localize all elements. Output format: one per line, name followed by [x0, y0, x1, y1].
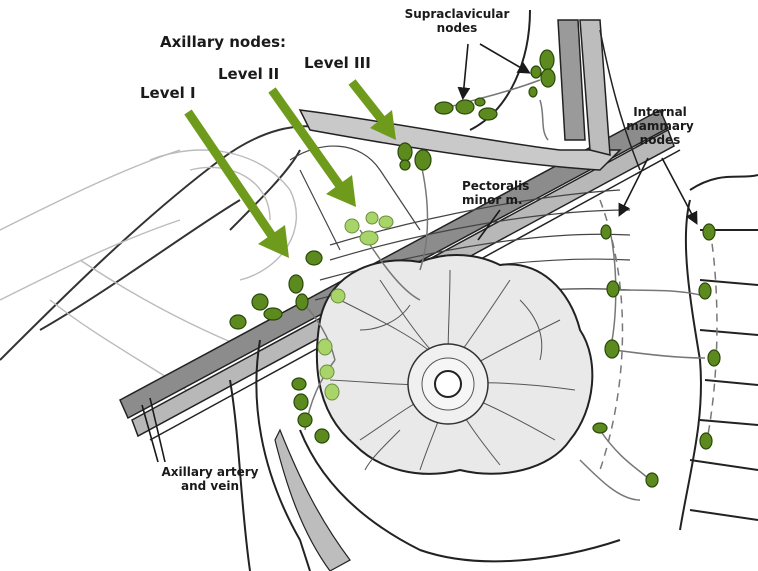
level-3-label: Level III — [304, 55, 371, 72]
level-1-node — [294, 394, 308, 410]
axillary-vessels-label-line-1: Axillary artery — [150, 466, 270, 480]
level-1-node-light — [331, 289, 345, 303]
axillary-artery-vein-label: Axillary artery and vein — [150, 466, 270, 494]
lower-muscle — [275, 430, 350, 571]
internal-mammary-node — [601, 225, 611, 239]
internal-mammary-label-line-1: Internal — [620, 106, 700, 120]
internal-mammary-node — [607, 281, 619, 297]
level-1-label: Level I — [140, 85, 196, 102]
level-1-node — [306, 251, 322, 265]
supraclavicular-node — [475, 98, 485, 106]
level-2-node — [345, 219, 359, 233]
pectoralis-minor-label: Pectoralis minor m. — [462, 180, 529, 208]
level-1-node-light — [320, 365, 334, 379]
level-2-label: Level II — [218, 66, 279, 83]
supraclavicular-nodes-label: Supraclavicular nodes — [383, 8, 531, 36]
level-1-node — [252, 294, 268, 310]
supraclavicular-node — [529, 87, 537, 97]
internal-mammary-nodes-label: Internal mammary nodes — [620, 106, 700, 147]
axillary-nodes-label: Axillary nodes: — [160, 34, 286, 51]
mammary-chain-line — [705, 230, 717, 450]
supraclavicular-node — [435, 102, 453, 114]
level-1-node — [315, 429, 329, 443]
internal-mammary-node — [708, 350, 720, 366]
internal-mammary-node — [703, 224, 715, 240]
supraclavicular-node — [531, 66, 541, 78]
axillary-vessels-label-line-2: and vein — [150, 480, 270, 494]
level-1-node-light — [325, 384, 339, 400]
supraclavicular-label-line-2: nodes — [383, 22, 531, 36]
supraclavicular-node — [479, 108, 497, 120]
level-3-node — [415, 150, 431, 170]
level-2-node — [379, 216, 393, 228]
breast-gland — [317, 255, 592, 474]
supraclavicular-node — [540, 50, 554, 70]
level-2-node — [360, 231, 378, 245]
level-1-node — [264, 308, 282, 320]
internal-mammary-label-line-2: mammary — [620, 120, 700, 134]
level-1-node-light — [318, 339, 332, 355]
internal-mammary-node — [700, 433, 712, 449]
level-1-node — [230, 315, 246, 329]
internal-mammary-label-line-3: nodes — [620, 134, 700, 148]
internal-mammary-node — [646, 473, 658, 487]
level-1-node — [298, 413, 312, 427]
level-1-node — [296, 294, 308, 310]
supraclavicular-node — [456, 100, 474, 114]
level-1-node — [292, 378, 306, 390]
level-3-node — [400, 160, 410, 170]
internal-mammary-node — [605, 340, 619, 358]
level-2-arrow — [272, 90, 356, 207]
supraclavicular-label-line-1: Supraclavicular — [383, 8, 531, 22]
level-2-node — [366, 212, 378, 224]
pectoralis-label-line-2: minor m. — [462, 194, 529, 208]
level-3-node — [398, 143, 412, 161]
internal-mammary-node — [593, 423, 607, 433]
level-1-node — [289, 275, 303, 293]
pectoralis-label-line-1: Pectoralis — [462, 180, 529, 194]
internal-mammary-node — [699, 283, 711, 299]
supraclavicular-node — [541, 69, 555, 87]
